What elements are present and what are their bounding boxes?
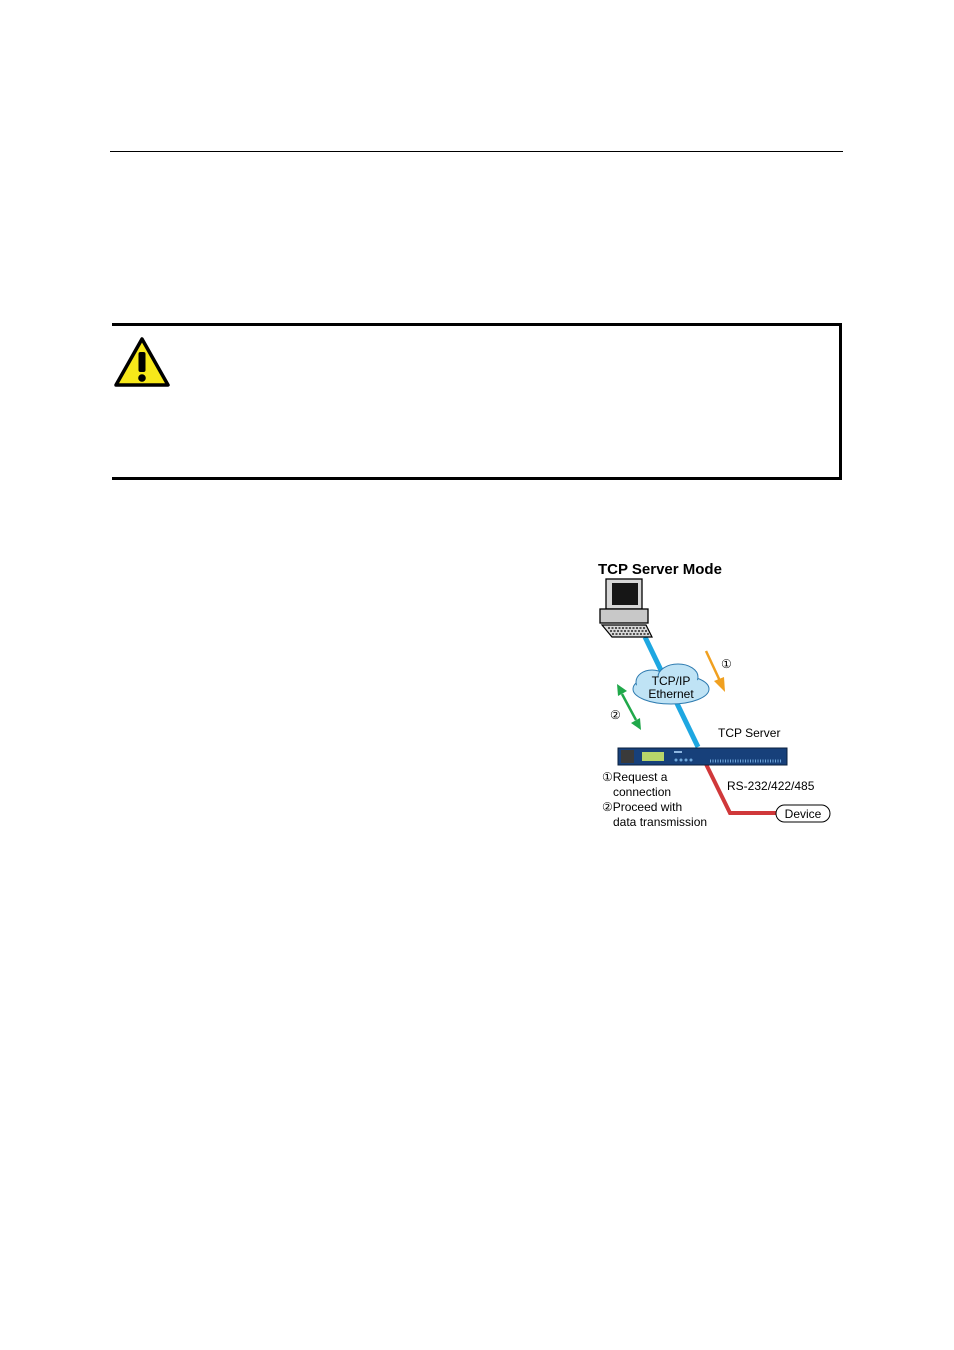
device-label: Device (785, 807, 822, 821)
serial-label: RS-232/422/485 (727, 779, 815, 793)
transmission-arrow-icon (617, 684, 641, 730)
ethernet-cloud-icon (632, 663, 710, 705)
serial-device-server-icon (617, 747, 788, 766)
legend-step2-line1: ②Proceed with (602, 800, 682, 814)
device-pill (775, 804, 831, 823)
tcp-server-mode-diagram: TCP Server Mode TCP/IP Ethernet ① ② TCP … (598, 561, 831, 829)
warning-triangle-icon (114, 337, 170, 387)
legend-step2-line2: data transmission (613, 815, 707, 829)
step1-marker: ① (721, 657, 732, 671)
diagram-title: TCP Server Mode (598, 561, 722, 578)
legend-step1-line1: ①Request a (602, 770, 668, 784)
serial-line (701, 757, 776, 815)
cloud-label-line1: TCP/IP (652, 674, 691, 688)
warning-box (112, 323, 842, 480)
computer-icon (599, 578, 653, 638)
step2-marker: ② (610, 708, 621, 722)
cloud-label-line2: Ethernet (648, 687, 694, 701)
request-arrow-icon (704, 650, 725, 692)
header-rule (110, 151, 843, 152)
server-label: TCP Server (718, 726, 780, 740)
legend-step1-line2: connection (613, 785, 671, 799)
